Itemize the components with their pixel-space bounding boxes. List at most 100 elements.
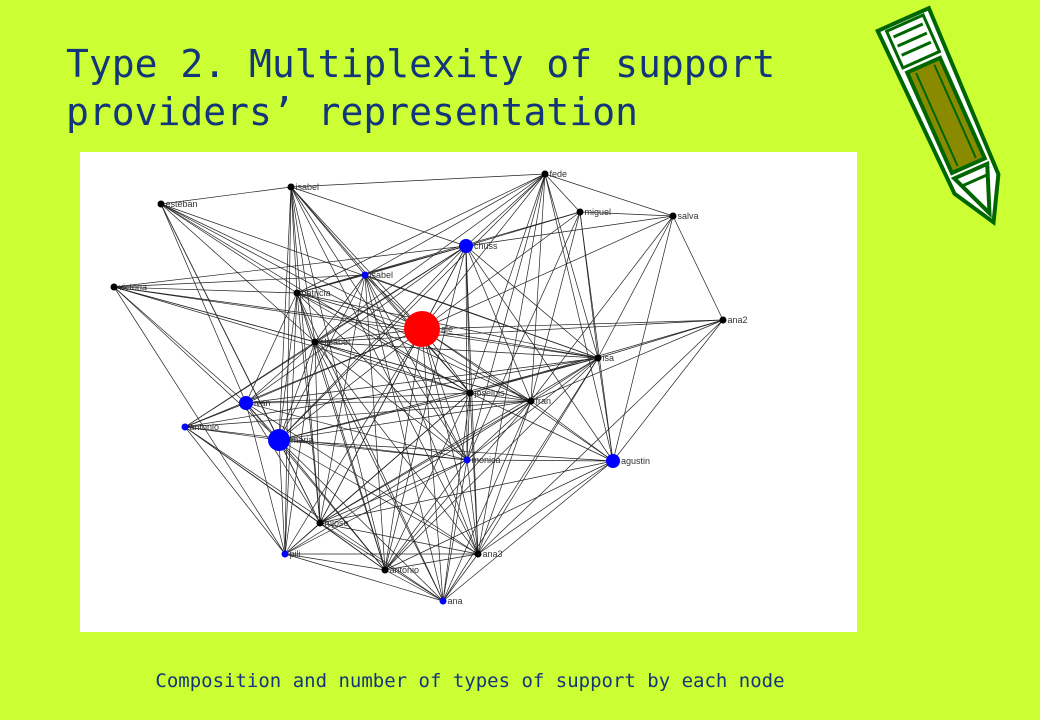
node-joseluis: joseluis	[466, 388, 505, 398]
node-label: esteban	[166, 199, 198, 209]
edge-elisabet-maria	[278, 341, 316, 441]
node-marker	[157, 200, 165, 208]
edge-chuss-maria	[278, 245, 467, 441]
edge-ale-monica	[421, 328, 468, 461]
node-label: fran	[536, 396, 552, 406]
node-fede: fede	[541, 169, 567, 179]
node-marker	[606, 454, 620, 468]
edge-isabel1-patricia	[290, 186, 298, 294]
edge-monica-agustin	[466, 459, 614, 462]
edge-patricia-monica	[296, 292, 468, 461]
edge-ana3-antonio2	[384, 553, 479, 571]
node-ivan: ivan	[239, 396, 271, 410]
edge-maria-ana	[278, 439, 444, 602]
edge-chuss-agustin	[465, 245, 614, 462]
edge-ivan-antonio2	[245, 402, 386, 571]
edge-victoria-patricia	[113, 286, 298, 294]
slide-title: Type 2. Multiplexity of support provider…	[66, 40, 826, 136]
edge-chuss-fran	[465, 245, 532, 402]
node-monica: monica	[463, 455, 501, 465]
edge-antonio1-fran	[184, 400, 532, 428]
edge-ale-antonio2	[384, 328, 423, 571]
node-label: agustin	[621, 456, 650, 466]
edge-mjose-antonio2	[319, 522, 386, 571]
edge-ana3-ana	[442, 553, 479, 602]
edge-fede-maria	[278, 173, 546, 441]
node-label: ana3	[483, 549, 503, 559]
edge-isabel2-elisabet	[314, 274, 366, 343]
node-label: isabel	[296, 182, 320, 192]
node-label: ale	[441, 324, 453, 334]
edge-isabel1-chuss	[290, 186, 467, 247]
node-label: mjose	[325, 518, 349, 528]
edge-isabel1-ana3	[290, 186, 479, 555]
node-label: ana2	[728, 315, 748, 325]
edge-ale-pili	[284, 328, 423, 555]
edge-fede-elisabet	[314, 173, 546, 343]
edge-monica-antonio2	[384, 459, 468, 571]
edge-fran-pili	[284, 400, 532, 555]
edge-victoria-pili	[113, 286, 286, 555]
edge-joseluis-pili	[284, 392, 471, 555]
edge-elisabet-monica	[314, 341, 468, 461]
pencil-icon	[874, 5, 1001, 226]
edge-victoria-ivan	[113, 286, 247, 404]
node-marker	[459, 239, 473, 253]
edge-patricia-ivan	[245, 292, 298, 404]
edge-joseluis-fran	[469, 392, 532, 402]
node-label: antonio	[190, 422, 220, 432]
edge-isa-antonio2	[384, 357, 599, 571]
edge-fede-salva	[544, 173, 674, 217]
node-label: isa	[603, 353, 615, 363]
edge-antonio1-ana	[184, 426, 444, 602]
edge-antonio1-isa	[184, 357, 599, 428]
node-marker	[669, 212, 677, 220]
node-label: patricia	[302, 288, 331, 298]
node-patricia: patricia	[293, 288, 331, 298]
slide-caption: Composition and number of types of suppo…	[155, 670, 785, 692]
node-maria: maria	[268, 429, 314, 451]
node-label: antonio	[390, 565, 420, 575]
edge-patricia-pili	[284, 292, 298, 555]
node-marker	[311, 338, 319, 346]
edge-ivan-antonio1	[184, 402, 247, 428]
edge-miguel-salva	[579, 211, 674, 217]
edge-salva-fran	[530, 215, 674, 402]
edge-ale-fran	[421, 328, 532, 402]
node-marker	[381, 566, 389, 574]
network-edges	[113, 173, 724, 602]
edge-patricia-elisabet	[296, 292, 316, 343]
edge-ale-antonio1	[184, 328, 423, 428]
node-label: victoria	[119, 282, 148, 292]
edge-chuss-antonio1	[184, 245, 467, 428]
edge-patricia-fran	[296, 292, 532, 402]
edge-joseluis-monica	[466, 392, 471, 461]
edge-isabel1-maria	[278, 186, 292, 441]
node-label: pili	[290, 549, 301, 559]
edge-ale-ana2	[421, 319, 724, 330]
edge-esteban-elisabet	[160, 203, 316, 343]
edge-fede-miguel	[544, 173, 581, 213]
node-marker	[439, 597, 447, 605]
edge-chuss-antonio2	[384, 245, 467, 571]
edge-esteban-fran	[160, 203, 532, 402]
node-isa: isa	[594, 353, 615, 363]
node-ana2: ana2	[719, 315, 748, 325]
edge-isa-mjose	[319, 357, 599, 524]
edge-fran-ana3	[477, 400, 532, 555]
node-marker	[719, 316, 727, 324]
edge-miguel-ale	[421, 211, 581, 330]
edge-patricia-maria	[278, 292, 298, 441]
edge-antonio1-pili	[184, 426, 286, 555]
edge-esteban-ivan	[160, 203, 247, 404]
node-isabel2: isabel	[361, 270, 393, 280]
node-marker	[361, 271, 369, 279]
node-antonio1: antonio	[181, 422, 220, 432]
edge-ale-maria	[278, 328, 423, 441]
edge-miguel-agustin	[579, 211, 614, 462]
node-miguel: miguel	[576, 207, 611, 217]
slide-title-line-1: Type 2. Multiplexity of support	[66, 42, 776, 86]
slide-title-line-2: providers’ representation	[66, 90, 638, 134]
